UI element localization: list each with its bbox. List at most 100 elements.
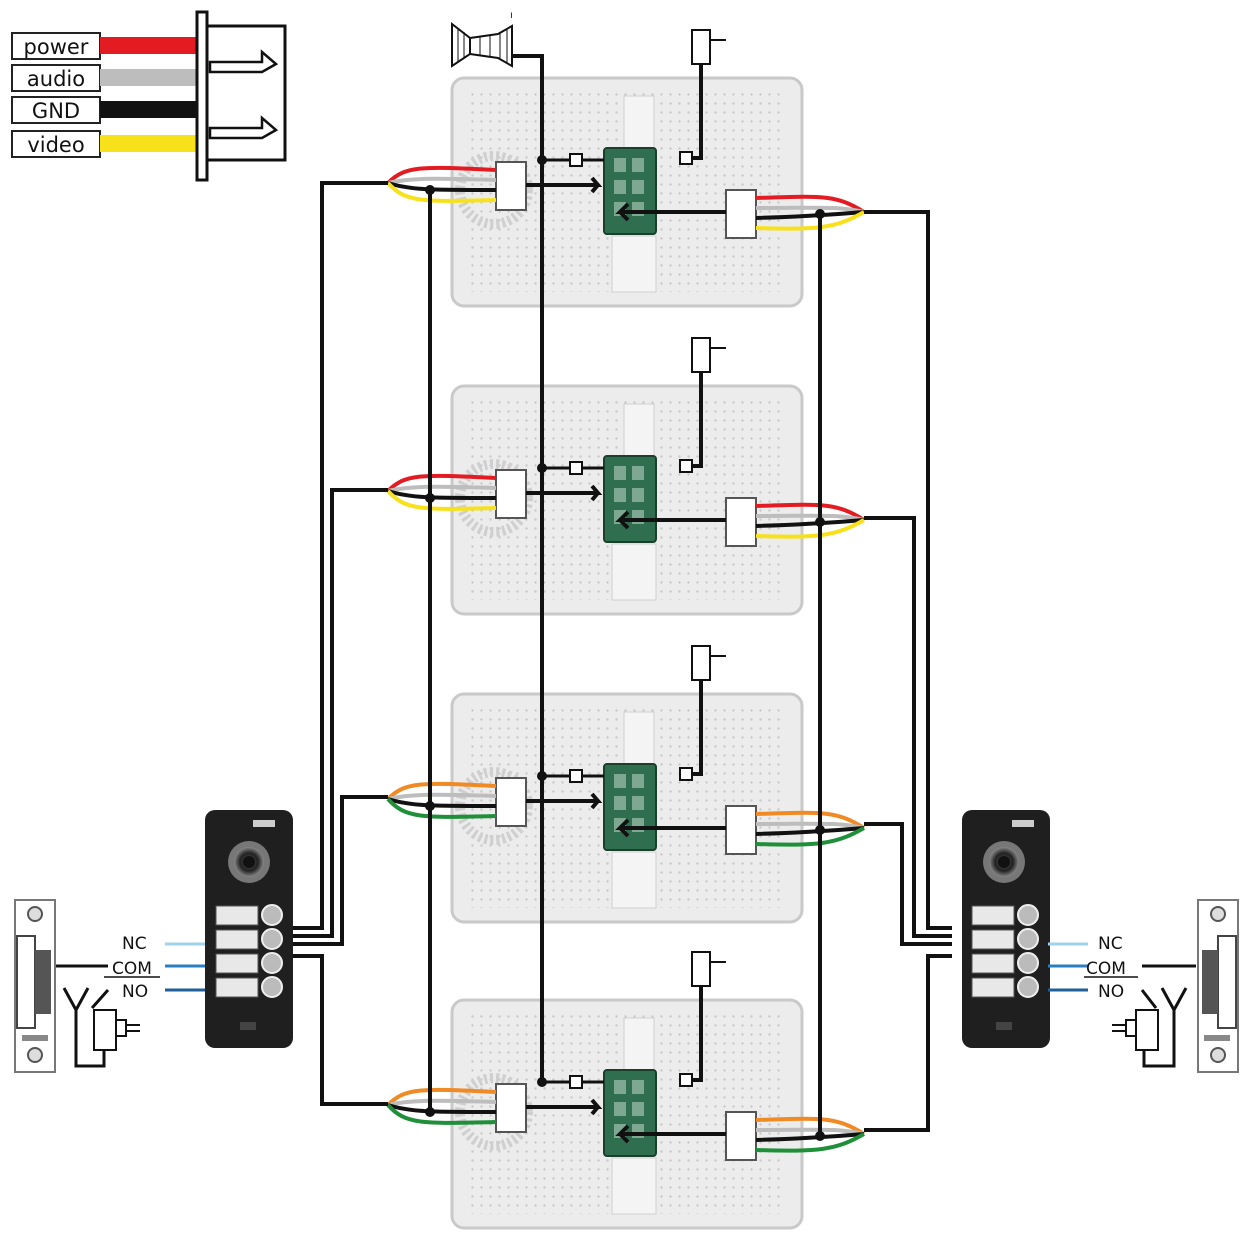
- monitor-4-left-connector-icon: [495, 1083, 527, 1133]
- legend-wire-power: [100, 37, 198, 54]
- monitor-2-right-wire-top: [755, 502, 866, 522]
- legend-wire-video: [100, 135, 198, 152]
- monitor-4-power-plug: [679, 1073, 693, 1087]
- monitor-2-power-adapter-icon: [691, 337, 711, 373]
- indoor-monitors: [386, 29, 866, 1230]
- monitor-1-right-wire-audio: [755, 205, 865, 214]
- monitor-1-board-terminal: [614, 180, 626, 194]
- relay-right-nc-label: NC: [1098, 934, 1123, 954]
- monitor-3-left-wire-bottom: [386, 797, 497, 819]
- legend-label-audio: audio: [27, 67, 85, 91]
- monitor-1-board-terminal: [632, 180, 644, 194]
- monitor-1-right-wire-top: [755, 194, 866, 214]
- monitor-4-right-wire-top: [755, 1116, 866, 1136]
- bell-trunk-wire: [512, 54, 544, 1082]
- monitor-3-mount: [611, 851, 657, 909]
- monitor-4-speaker-grill: [455, 1073, 533, 1151]
- monitor-3-left-wire-top: [386, 781, 497, 801]
- monitor-3-board-terminal: [632, 774, 644, 788]
- monitor-2-circuit-board: [603, 455, 657, 543]
- monitor-1-left-wire-top: [386, 165, 497, 185]
- monitor-1-right-wire-bottom: [755, 210, 865, 231]
- monitor-2: [386, 337, 866, 616]
- monitor-1-power-plug: [679, 151, 693, 165]
- monitor-4-right-connector-icon: [725, 1111, 757, 1161]
- monitor-1-left-connector-icon: [495, 161, 527, 211]
- relay-left-com-label: COM: [112, 959, 152, 979]
- legend-row-video: video: [11, 130, 198, 158]
- monitor-1-signal-in-wire: [526, 176, 603, 194]
- monitor-4-board-terminal: [632, 1080, 644, 1094]
- monitor-4-circuit-board: [603, 1069, 657, 1157]
- monitor-4: [386, 951, 866, 1230]
- monitor-2-mount: [611, 543, 657, 601]
- monitor-1: [386, 29, 866, 308]
- monitor-4-left-wire-top: [386, 1087, 497, 1107]
- power-adapter-left-icon: [93, 1009, 140, 1051]
- monitor-1-right-connector-icon: [725, 189, 757, 239]
- monitor-2-board-terminal: [614, 488, 626, 502]
- wire-color-legend: power audio GND video: [11, 10, 287, 182]
- monitor-1-bell-plug: [569, 153, 583, 167]
- trunk-wires: [292, 181, 952, 1136]
- monitor-2-left-wire-top: [386, 473, 497, 493]
- monitor-1-mount: [611, 235, 657, 293]
- monitor-1-board-terminal: [614, 158, 626, 172]
- legend-label-gnd: GND: [32, 99, 80, 123]
- monitor-2-board-terminal: [632, 488, 644, 502]
- monitor-2-speaker-grill: [455, 459, 533, 537]
- monitor-3-circuit-board: [603, 763, 657, 851]
- monitor-4-left-wire-audio: [387, 1098, 497, 1107]
- monitor-3-left-connector-icon: [495, 777, 527, 827]
- monitor-3-bracket: [623, 711, 655, 773]
- monitor-3-right-wire-bottom: [755, 826, 865, 847]
- legend-row-audio: audio: [11, 64, 198, 92]
- monitor-2-left-wire-audio: [387, 484, 497, 493]
- monitor-3-left-wire-audio: [387, 792, 497, 801]
- monitor-3-right-wire-top: [755, 810, 866, 830]
- monitor-2-left-wire-bottom: [386, 489, 497, 511]
- monitor-2-right-wire-audio: [755, 513, 865, 522]
- monitor-2-board-terminal: [632, 466, 644, 480]
- relay-right-com-label: COM: [1086, 959, 1126, 979]
- monitor-3: [386, 645, 866, 924]
- monitor-4-board-terminal: [614, 1080, 626, 1094]
- monitor-1-speaker-grill: [455, 151, 533, 229]
- monitor-2-signal-in-wire: [526, 484, 603, 502]
- monitor-3-right-connector-icon: [725, 805, 757, 855]
- monitor-2-right-connector-icon: [725, 497, 757, 547]
- monitor-4-right-wire-bottom: [755, 1132, 865, 1153]
- monitor-2-right-wire-bottom: [755, 518, 865, 539]
- monitor-1-power-adapter-icon: [691, 29, 711, 65]
- monitor-1-circuit-board: [603, 147, 657, 235]
- door-station-right: [962, 810, 1050, 1048]
- monitor-4-signal-in-wire: [526, 1098, 603, 1116]
- monitor-3-signal-in-wire: [526, 792, 603, 810]
- legend-label-video: video: [27, 133, 84, 157]
- monitor-1-signal-out-wire: [615, 202, 726, 222]
- monitor-4-bell-plug: [569, 1075, 583, 1089]
- call-buttons-left: [215, 904, 283, 998]
- monitor-2-bracket: [623, 403, 655, 465]
- legend-row-power: power: [11, 32, 198, 60]
- monitor-2-bell-plug: [569, 461, 583, 475]
- monitor-4-board-terminal: [632, 1102, 644, 1116]
- monitor-1-bracket: [623, 95, 655, 157]
- legend-connector-icon: [195, 10, 287, 182]
- relay-left-nc-label: NC: [122, 934, 147, 954]
- monitor-1-left-wire-bottom: [386, 181, 497, 203]
- call-buttons-right: [971, 904, 1039, 998]
- monitor-1-left-wire-audio: [387, 176, 497, 185]
- monitor-4-right-wire-audio: [755, 1127, 865, 1136]
- door-station-left: [205, 810, 293, 1048]
- svg-text:ı: ı: [510, 10, 513, 21]
- monitor-3-board-terminal: [614, 774, 626, 788]
- monitor-3-right-wire-audio: [755, 821, 865, 830]
- legend-wire-gnd: [100, 101, 198, 118]
- relay-right-no-label: NO: [1098, 982, 1124, 1002]
- legend-label-power: power: [24, 35, 89, 59]
- monitor-4-left-wire-bottom: [386, 1103, 497, 1125]
- monitor-3-power-plug: [679, 767, 693, 781]
- monitor-2-board-terminal: [614, 466, 626, 480]
- relay-left-no-label: NO: [122, 982, 148, 1002]
